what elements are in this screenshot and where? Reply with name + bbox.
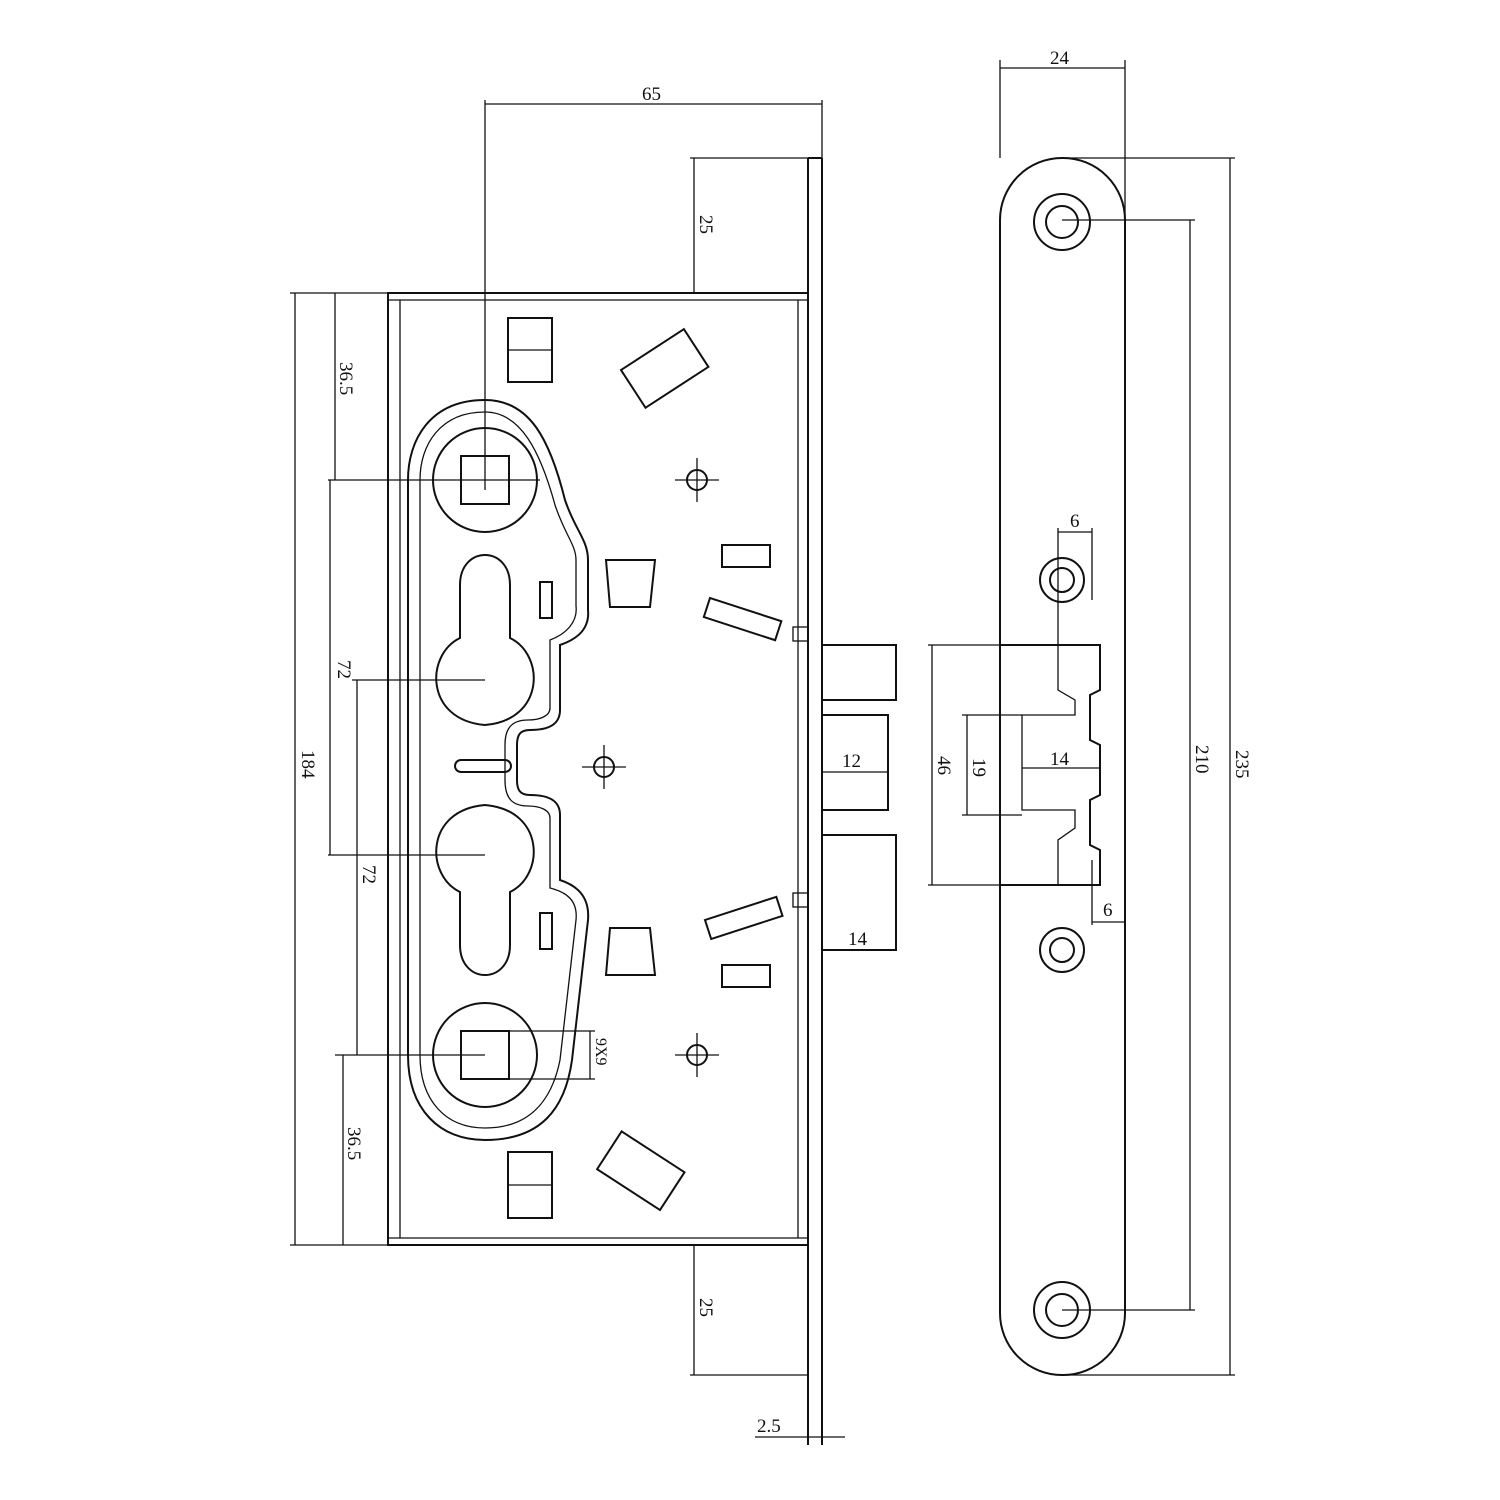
latch-bolts: [821, 644, 897, 951]
drawing-line: [1039, 927, 1085, 973]
dim-6-bottom: 6: [1103, 900, 1113, 921]
strike-screw-hole: [1039, 927, 1085, 973]
drawing-line: [604, 559, 657, 608]
strike-screw-hole: [1039, 557, 1085, 603]
dim-6-top: 6: [1070, 511, 1080, 532]
drawing-line: [821, 644, 897, 701]
strike-screw-hole: [1033, 193, 1091, 251]
dim-36-5-bottom: 36.5: [343, 1127, 364, 1160]
drawing-line: [1021, 645, 1076, 885]
drawing-line: [604, 927, 657, 976]
drawing-line: [1033, 193, 1091, 251]
drawing-line: [387, 292, 809, 1246]
drawing-line: [1049, 937, 1075, 963]
dim-14-strike: 14: [1050, 749, 1070, 770]
drawing-line: [619, 327, 710, 410]
drawing-line: [539, 912, 553, 950]
dim-235: 235: [1231, 750, 1252, 779]
dimension-lines: [290, 60, 1235, 1438]
dim-25-top: 25: [695, 215, 716, 234]
drawing-line: [435, 803, 535, 976]
drawing-line: [821, 714, 889, 811]
dim-184: 184: [297, 750, 318, 779]
screw-hole-lower: [675, 1033, 719, 1077]
drawing-line: [407, 398, 590, 1142]
screw-hole-middle: [582, 745, 626, 789]
drawing-line: [721, 964, 771, 988]
dim-24: 24: [1050, 48, 1070, 69]
internal-parts: [507, 317, 784, 1219]
dimension-labels: 65 25 184 36.5 72 72 36.5 9X9 25 2.5 12 …: [297, 48, 1252, 1437]
drawing-line: [792, 892, 809, 908]
drawing-line: [703, 895, 784, 941]
lower-cylinder-hole: [435, 803, 535, 976]
dim-9x9: 9X9: [592, 1038, 609, 1066]
cam-guide: [407, 398, 590, 1142]
dim-210: 210: [1191, 745, 1212, 774]
drawing-line: [435, 554, 535, 727]
drawing-line: [1045, 205, 1079, 239]
dim-12: 12: [842, 751, 861, 772]
lock-body: [387, 292, 809, 1246]
dim-65: 65: [642, 84, 661, 105]
dim-25-bottom: 25: [695, 1298, 716, 1317]
dim-46: 46: [933, 756, 954, 775]
drawing-line: [792, 626, 809, 642]
drawing-line: [702, 596, 783, 642]
drawing-line: [419, 411, 577, 1129]
screw-hole-upper: [675, 458, 719, 502]
drawing-line: [1039, 557, 1085, 603]
dim-2-5: 2.5: [757, 1416, 781, 1437]
slot: [454, 759, 512, 773]
drawing-line: [1049, 567, 1075, 593]
drawing-line: [1000, 644, 1101, 886]
dim-19: 19: [968, 758, 989, 777]
dim-72-lower: 72: [358, 865, 379, 884]
dim-14-bolt: 14: [848, 929, 868, 950]
drawing-line: [539, 581, 553, 619]
drawing-line: [595, 1130, 686, 1212]
upper-cylinder-hole: [435, 554, 535, 727]
dim-72-upper: 72: [333, 660, 354, 679]
dim-36-5-top: 36.5: [335, 362, 356, 395]
drawing-line: [721, 544, 771, 568]
